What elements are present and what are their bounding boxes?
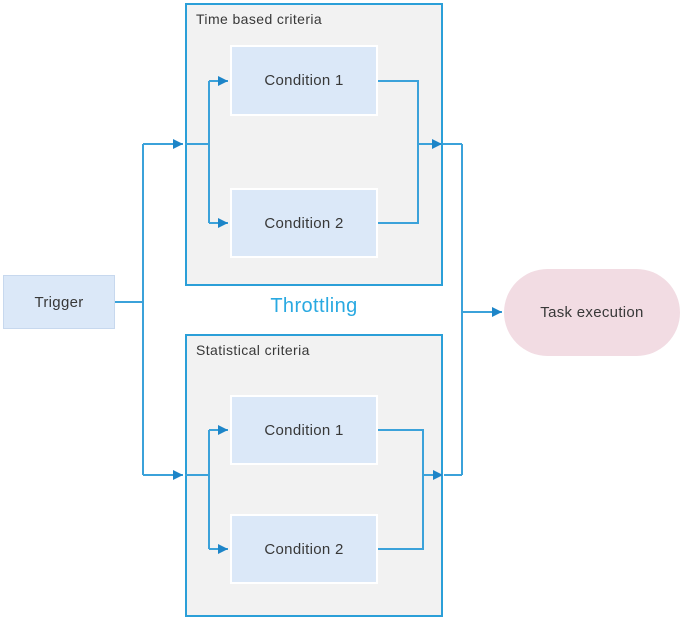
time-based-criteria-label: Time based criteria: [196, 11, 323, 27]
statistical-criteria-label: Statistical criteria: [196, 342, 310, 358]
time-condition-2-node: Condition 2: [230, 188, 378, 258]
time-condition-1-node: Condition 1: [230, 45, 378, 116]
stat-condition-2-label: Condition 2: [264, 540, 344, 558]
trigger-label: Trigger: [34, 293, 84, 311]
task-execution-label: Task execution: [540, 304, 644, 321]
stat-condition-1-node: Condition 1: [230, 395, 378, 465]
task-execution-node: Task execution: [504, 269, 680, 356]
time-condition-1-label: Condition 1: [264, 72, 344, 89]
trigger-node: Trigger: [3, 275, 115, 329]
throttling-label: Throttling: [270, 295, 358, 317]
stat-condition-1-label: Condition 1: [264, 421, 344, 439]
stat-condition-2-node: Condition 2: [230, 514, 378, 584]
time-condition-2-label: Condition 2: [264, 214, 344, 232]
